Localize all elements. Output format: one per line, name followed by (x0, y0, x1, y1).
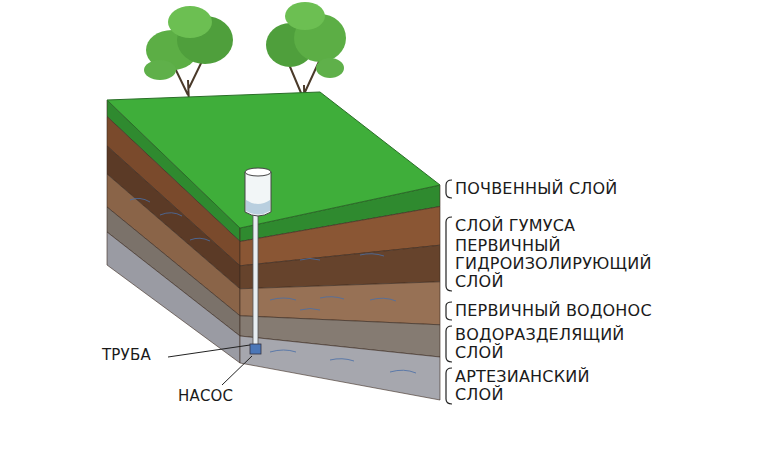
layer-label: ПОЧВЕННЫЙ СЛОЙ (455, 180, 617, 198)
grass-top (107, 92, 440, 228)
layer-label: ПЕРВИЧНЫЙ ВОДОНОС (455, 302, 652, 320)
layer-label: ВОДОРАЗДЕЛЯЩИЙ СЛОЙ (455, 326, 625, 362)
well-pipe (245, 168, 271, 354)
layer-label: ПЕРВИЧНЫЙ ГИДРОИЗОЛИРУЮЩИЙ СЛОЙ (455, 237, 652, 291)
label-brackets (446, 180, 452, 404)
leader-lines (168, 345, 252, 385)
layer-label: АРТЕЗИАНСКИЙ СЛОЙ (455, 368, 590, 404)
part-label: НАСОС (178, 387, 233, 405)
water-streaks (130, 198, 416, 373)
layer-label: СЛОЙ ГУМУСА (455, 217, 575, 235)
part-label: ТРУБА (102, 346, 151, 364)
